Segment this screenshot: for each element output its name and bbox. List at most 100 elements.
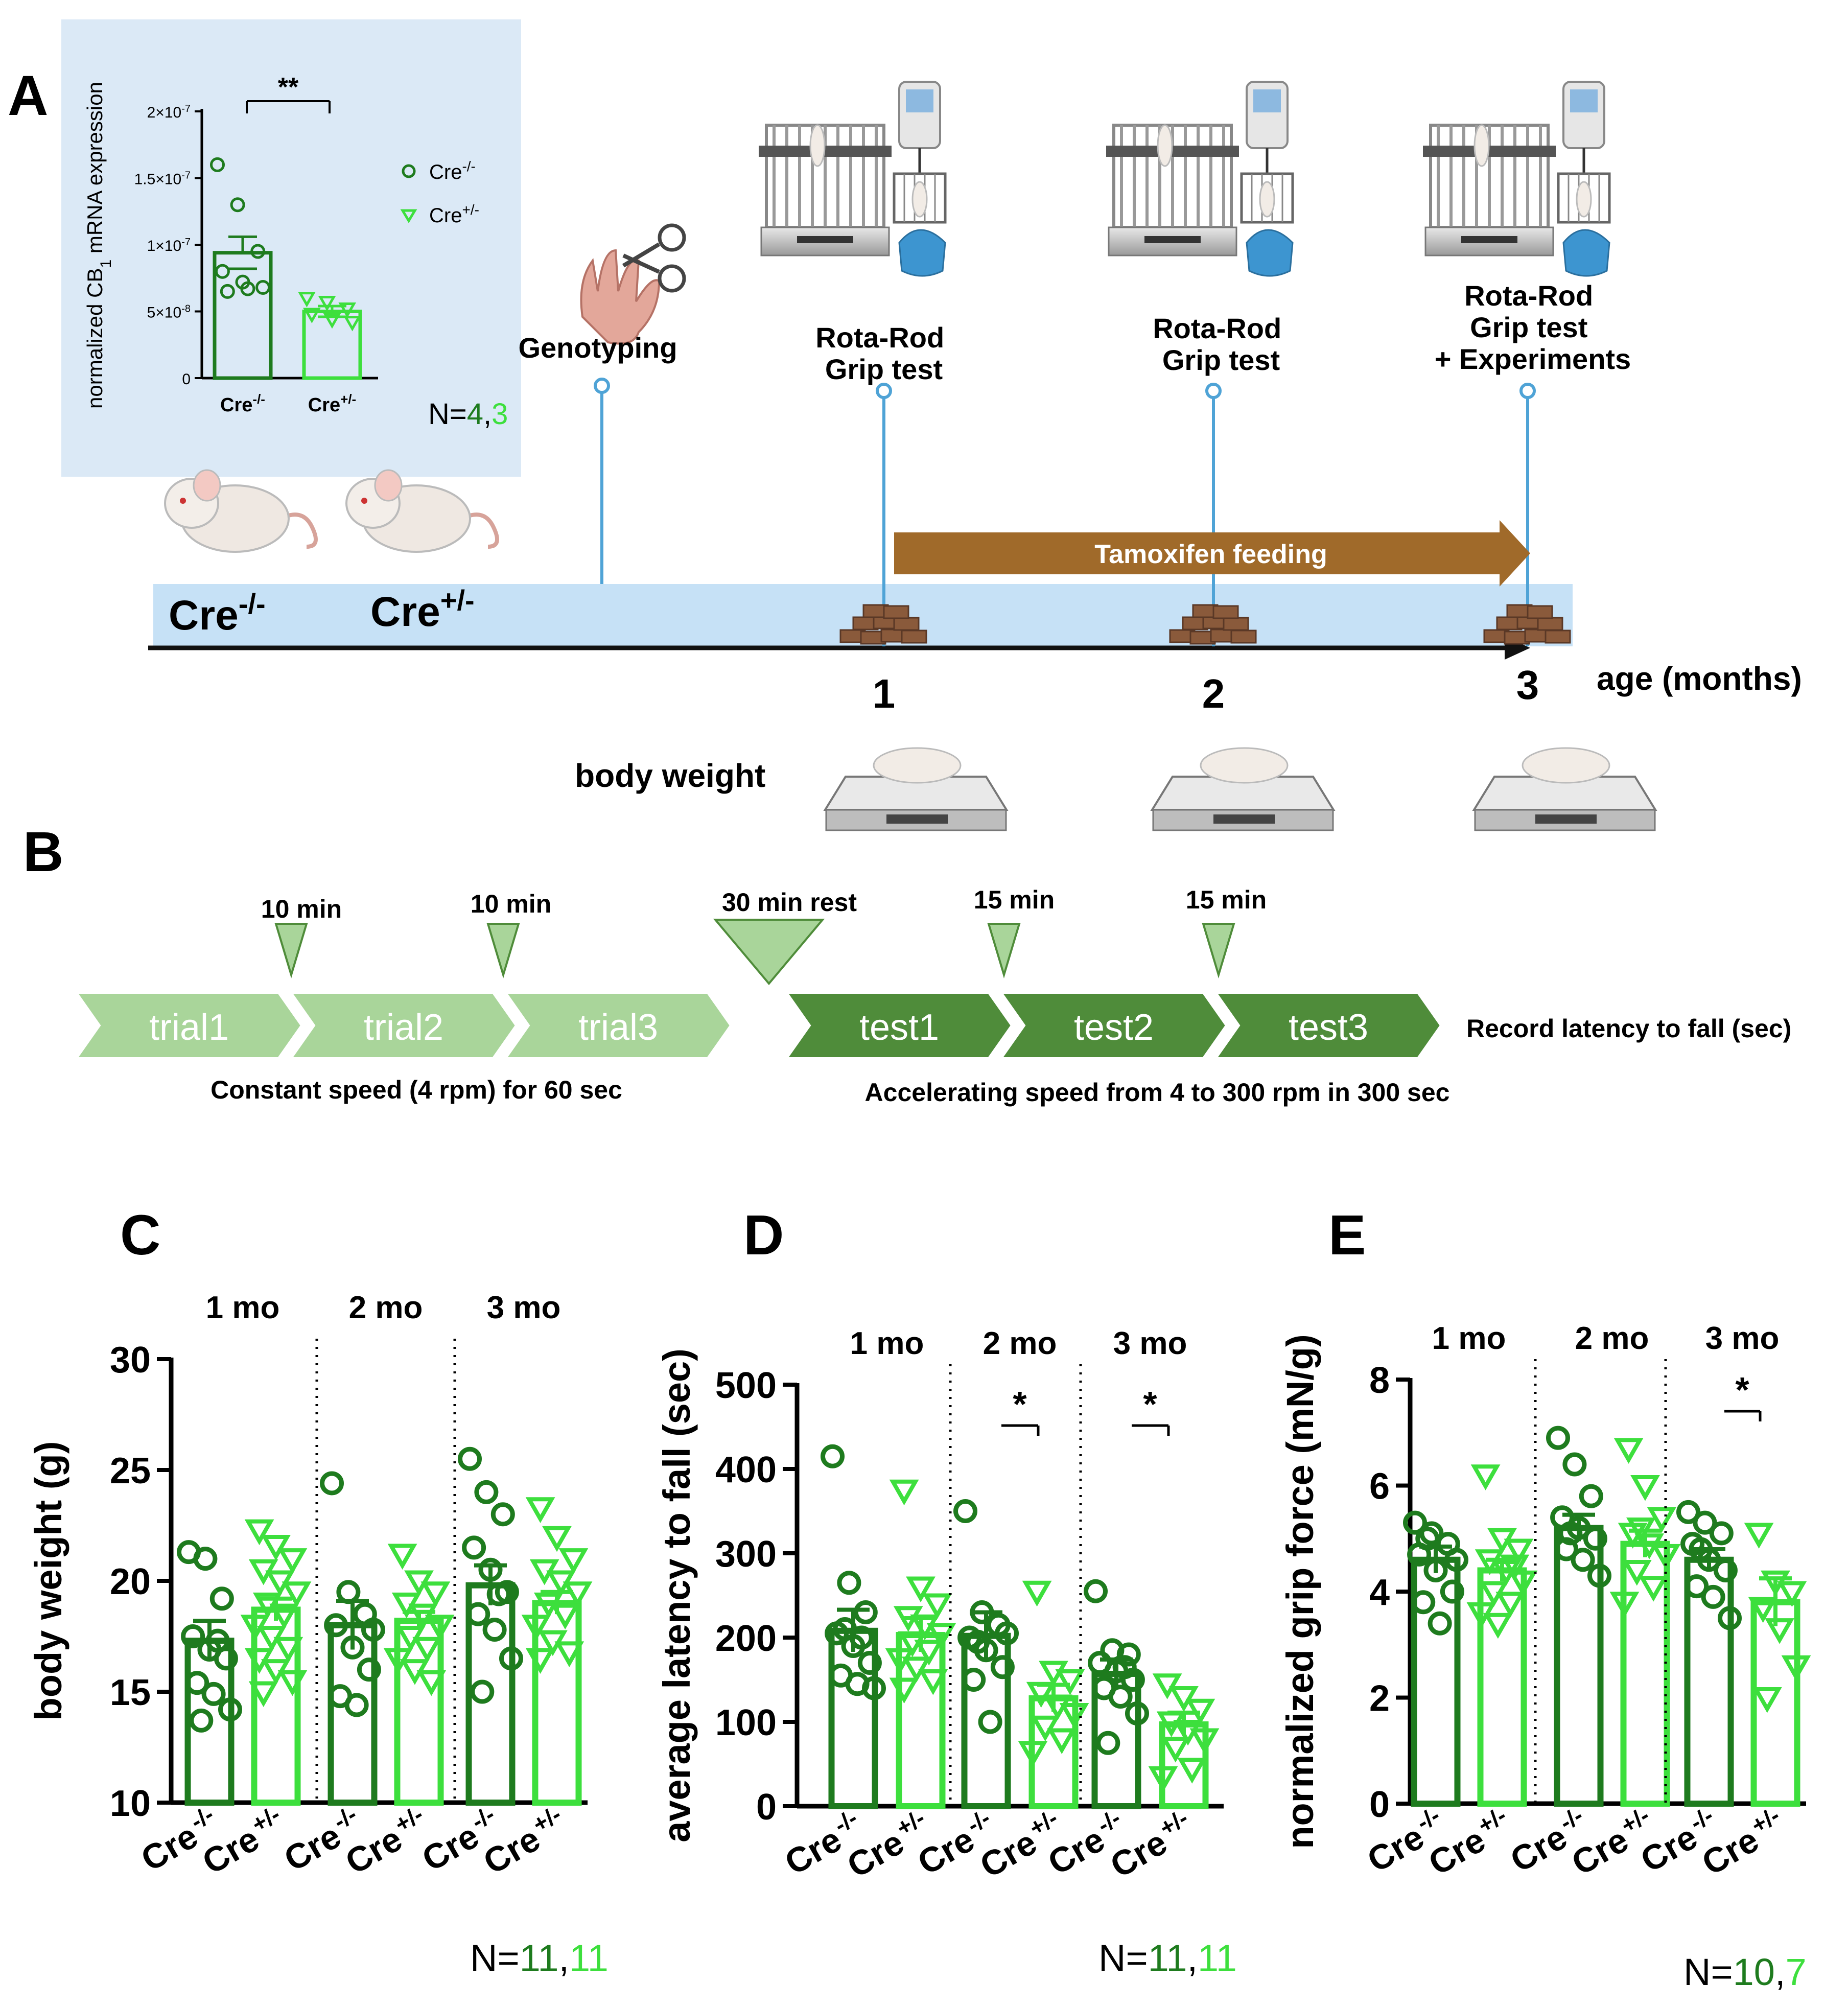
data-point	[1470, 1464, 1501, 1490]
inset-legend-wt-marker	[400, 209, 417, 223]
gap-marker	[274, 923, 308, 978]
data-point	[1701, 1584, 1725, 1609]
label-part: 0	[182, 371, 191, 388]
scale-display	[1213, 814, 1275, 824]
food-pellet	[1545, 629, 1571, 644]
trial-3-label: trial3	[578, 1007, 658, 1048]
y-tick-label: 200	[715, 1618, 777, 1659]
rotarod-mouse	[1157, 124, 1173, 167]
data-point	[542, 1526, 572, 1552]
data-point	[269, 1603, 299, 1630]
test-3-chevron	[1214, 992, 1442, 1059]
inset-point	[230, 197, 245, 213]
data-point	[1018, 1741, 1048, 1767]
genotyping-label: Genotyping	[518, 332, 677, 364]
data-point	[185, 1671, 209, 1695]
data-point	[261, 1535, 291, 1561]
y-axis-label: normalized grip force (mN/g)	[1279, 1334, 1321, 1849]
y-tick-label: 0	[756, 1787, 777, 1828]
inset-legend-ko-marker	[402, 164, 416, 178]
data-point	[1693, 1510, 1717, 1535]
inset-y-tick-label: 2×10-7	[147, 103, 191, 121]
rest-marker	[713, 919, 825, 986]
data-point	[1613, 1438, 1644, 1464]
grip-weight	[1246, 229, 1294, 277]
data-point	[1639, 1576, 1669, 1602]
trial-2-chevron	[289, 992, 518, 1059]
panel-label-b: B	[23, 821, 63, 883]
inset-point	[298, 292, 316, 308]
tamoxifen-arrow	[894, 520, 1530, 587]
data-point	[1546, 1426, 1570, 1450]
rotarod-mouse	[1473, 124, 1490, 167]
rotarod-display	[1144, 236, 1201, 243]
gap-marker	[987, 923, 1021, 978]
panel-label-a: A	[8, 64, 48, 127]
data-point	[1579, 1484, 1603, 1508]
data-point	[466, 1602, 490, 1626]
data-point	[412, 1637, 442, 1663]
inset-point	[323, 313, 341, 329]
data-point	[1022, 1580, 1052, 1607]
inset-point	[338, 302, 357, 318]
grip-meter-screen	[1253, 89, 1281, 112]
inset-point	[303, 308, 321, 323]
n-count-part: 11	[520, 1937, 559, 1979]
group-label: 1 mo	[850, 1326, 924, 1361]
n-count-part: N=	[1683, 1951, 1733, 1993]
data-point	[387, 1544, 417, 1570]
data-point	[914, 1640, 944, 1666]
genotyping-pin	[594, 378, 610, 584]
inset-cb1-expression: normalized CB1 mRNA expression 05×10-81×…	[61, 19, 521, 477]
inset-point	[220, 284, 235, 299]
data-point	[1169, 1686, 1199, 1712]
data-point	[889, 1677, 919, 1704]
milestone-2-label: Rota-Rod Grip test	[1153, 312, 1290, 376]
label-part: 1×10	[147, 238, 182, 254]
inset-point	[343, 316, 361, 332]
grip-mouse	[1576, 181, 1592, 218]
group-label: 1 mo	[1432, 1321, 1506, 1356]
inset-point	[318, 295, 336, 312]
label-part: -7	[181, 237, 191, 248]
y-tick-label: 4	[1369, 1572, 1390, 1613]
scale-mouse	[873, 747, 962, 784]
y-tick-label: 300	[715, 1534, 777, 1575]
n-count-part: 11	[1198, 1937, 1237, 1979]
food-pellet	[1212, 605, 1239, 619]
n-count-part: N=	[470, 1937, 520, 1979]
data-point	[853, 1600, 878, 1624]
data-point	[1765, 1618, 1794, 1644]
inset-legend-ko-label: Cre-/-	[429, 158, 476, 184]
significance-marker: *	[1735, 1370, 1749, 1410]
scale-mouse	[1200, 747, 1289, 784]
inset-point	[240, 281, 255, 296]
food-pellet	[1537, 617, 1563, 631]
inset-point	[215, 264, 230, 279]
body-weight-label: body weight	[575, 757, 765, 794]
data-point	[218, 1697, 242, 1722]
grip-mouse	[911, 181, 928, 218]
group-label: 2 mo	[983, 1326, 1057, 1361]
data-point	[1440, 1579, 1464, 1604]
data-point	[1781, 1655, 1811, 1682]
timeline-group-ko: Cre-/-	[169, 588, 266, 639]
grip-mouse	[1259, 181, 1275, 218]
test-2-chevron	[999, 992, 1228, 1059]
food-pellet	[901, 629, 927, 644]
data-point	[1500, 1554, 1530, 1581]
inset-point	[210, 157, 225, 172]
data-point	[425, 1615, 455, 1641]
data-point	[201, 1682, 226, 1706]
label-part: -7	[181, 103, 191, 114]
grip-meter-screen	[906, 89, 933, 112]
data-point	[282, 1581, 312, 1607]
grip-grid	[1557, 172, 1611, 224]
n-count: N=10,7	[1683, 1951, 1807, 1993]
age-tick-1: 1	[873, 671, 896, 716]
food-pellet	[1223, 617, 1249, 631]
n-count-part: 7	[1786, 1951, 1807, 1993]
data-point	[277, 1548, 308, 1574]
